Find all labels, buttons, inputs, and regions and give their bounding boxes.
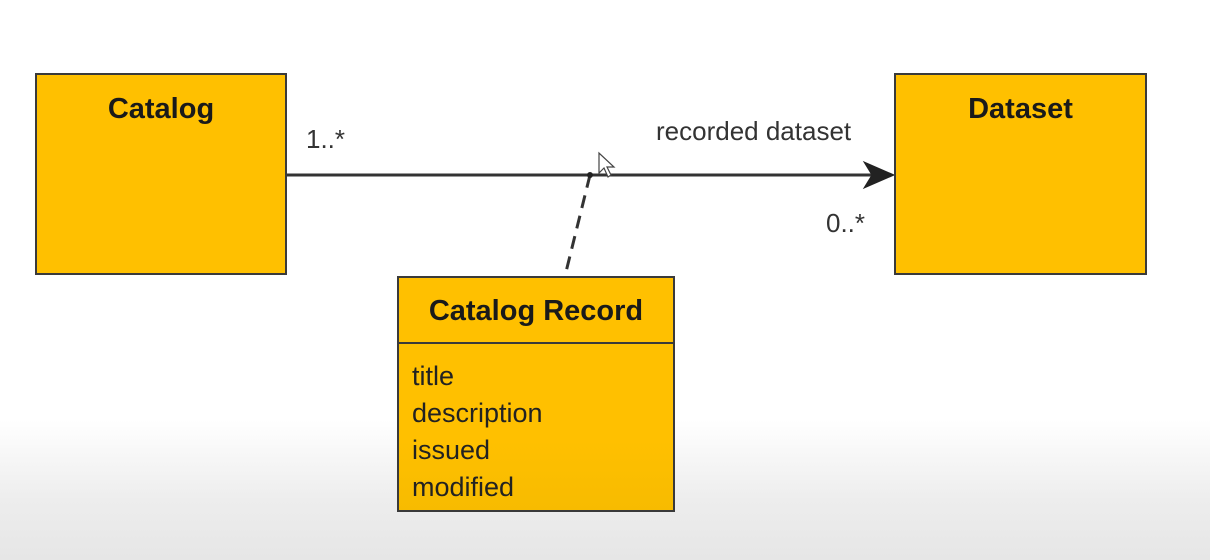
attribute-title: title: [412, 361, 455, 391]
association-class-link[interactable]: [563, 174, 592, 277]
attribute-modified: modified: [412, 472, 515, 502]
dataset-class-name: Dataset: [968, 93, 1073, 125]
dataset-class[interactable]: Dataset: [894, 73, 1147, 275]
source-multiplicity-label: 1..*: [306, 124, 346, 154]
mouse-cursor-icon: [598, 151, 616, 178]
attribute-issued: issued: [412, 435, 491, 465]
catalog-record-attributes: title description issued modified: [399, 344, 673, 506]
arrowhead-icon: [862, 160, 896, 190]
catalog-class-name: Catalog: [107, 93, 215, 125]
target-multiplicity-label: 0..*: [826, 208, 866, 238]
catalog-class[interactable]: Catalog: [35, 73, 287, 275]
junction-point: [587, 172, 593, 178]
attribute-description: description: [412, 398, 543, 428]
catalog-record-class-name: Catalog Record: [399, 278, 673, 344]
catalog-record-class[interactable]: Catalog Record title description issued …: [397, 276, 675, 512]
target-role-label: recorded dataset: [656, 116, 852, 146]
